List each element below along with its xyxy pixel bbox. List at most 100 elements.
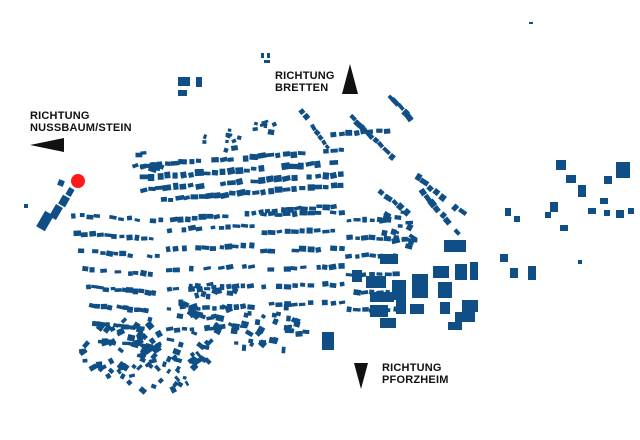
building xyxy=(283,324,290,331)
building xyxy=(236,135,242,141)
building xyxy=(203,339,211,347)
arrow-down-icon xyxy=(354,363,368,389)
building xyxy=(150,290,157,296)
building xyxy=(147,316,153,323)
building xyxy=(291,248,300,253)
building xyxy=(172,267,180,273)
building xyxy=(305,160,315,167)
building xyxy=(274,213,283,217)
building xyxy=(275,302,283,308)
building xyxy=(438,193,447,203)
building xyxy=(444,240,466,252)
building xyxy=(194,292,200,299)
building xyxy=(391,237,401,245)
building xyxy=(170,160,180,166)
building xyxy=(383,193,393,203)
building xyxy=(179,183,187,190)
building xyxy=(313,184,323,190)
building xyxy=(122,341,130,346)
building xyxy=(249,341,255,348)
building xyxy=(528,266,536,280)
building xyxy=(203,287,211,291)
building xyxy=(95,322,106,332)
building xyxy=(261,230,268,236)
building xyxy=(190,330,198,336)
building xyxy=(353,218,361,222)
building xyxy=(247,310,252,316)
building xyxy=(313,160,321,169)
building xyxy=(322,280,329,287)
building xyxy=(271,312,278,318)
building xyxy=(247,264,256,270)
building xyxy=(240,223,249,228)
building xyxy=(194,282,201,290)
building xyxy=(58,194,70,208)
building xyxy=(250,166,257,171)
building xyxy=(462,300,478,312)
direction-label-pforzheim: RICHTUNG PFORZHEIM xyxy=(382,362,449,386)
building xyxy=(150,383,157,390)
building xyxy=(65,187,75,197)
building xyxy=(392,271,400,277)
building xyxy=(195,245,202,251)
building xyxy=(383,128,391,134)
building xyxy=(226,166,236,175)
building xyxy=(322,229,330,234)
building xyxy=(455,312,475,322)
building xyxy=(139,174,149,180)
building xyxy=(203,266,212,271)
building xyxy=(172,286,180,291)
building xyxy=(203,324,211,332)
building xyxy=(202,134,208,140)
building xyxy=(230,145,239,151)
building xyxy=(184,380,190,387)
building xyxy=(235,167,244,175)
building xyxy=(161,361,167,368)
building xyxy=(578,185,586,197)
building xyxy=(302,112,311,121)
building xyxy=(268,336,278,345)
building xyxy=(392,280,406,300)
building xyxy=(139,356,147,364)
building xyxy=(150,352,158,361)
building xyxy=(172,245,179,252)
building xyxy=(114,288,122,293)
building xyxy=(550,202,558,212)
building xyxy=(250,179,260,184)
building xyxy=(239,303,247,310)
building xyxy=(300,265,307,270)
building xyxy=(545,212,551,218)
building xyxy=(566,175,576,183)
building xyxy=(393,229,400,235)
building xyxy=(300,206,308,211)
building xyxy=(187,224,197,232)
building xyxy=(211,157,219,163)
building xyxy=(448,322,462,330)
building xyxy=(218,225,225,230)
building xyxy=(233,304,240,311)
building xyxy=(242,155,249,162)
building xyxy=(132,270,139,275)
building xyxy=(254,328,264,337)
building xyxy=(89,230,97,237)
building xyxy=(329,203,338,210)
building xyxy=(165,246,171,253)
building xyxy=(191,215,198,221)
building xyxy=(133,339,142,348)
building xyxy=(346,218,352,223)
building xyxy=(309,206,317,211)
building xyxy=(298,245,307,252)
building xyxy=(219,191,230,200)
building xyxy=(510,268,518,278)
building xyxy=(352,270,362,282)
building xyxy=(322,172,330,180)
building xyxy=(292,283,299,289)
building xyxy=(283,303,289,311)
building xyxy=(78,348,86,354)
building xyxy=(284,228,291,234)
building xyxy=(330,182,338,189)
building xyxy=(283,266,291,272)
building xyxy=(144,320,155,331)
building xyxy=(273,174,283,183)
building xyxy=(321,139,327,146)
